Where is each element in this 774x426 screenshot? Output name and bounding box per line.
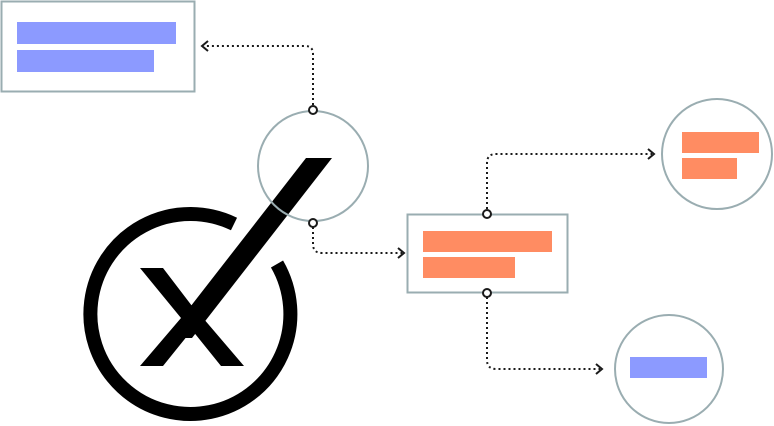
circle-x-checkmark-icon	[83, 158, 332, 421]
logo-circle-arc	[83, 207, 298, 421]
node-top-right-circle	[661, 98, 773, 210]
connector-line	[312, 227, 402, 254]
connector-port	[308, 218, 318, 228]
connector-port	[482, 209, 492, 219]
node-center-box	[406, 213, 569, 294]
arrowhead-icon	[200, 40, 209, 52]
text-bar	[423, 257, 515, 278]
connector-hub-to-top-left-box	[200, 40, 318, 115]
node-frame	[661, 98, 773, 210]
connector-hub-to-center-box	[308, 218, 406, 259]
arrowhead-icon	[595, 363, 604, 375]
connector-port	[308, 105, 318, 115]
text-bar	[17, 22, 176, 44]
node-top-left-box	[0, 0, 196, 93]
text-bar	[682, 132, 759, 153]
connector-center-box-to-bottom-right-circle	[482, 288, 604, 375]
text-bar	[682, 158, 737, 179]
logo-checkmark-stroke	[166, 158, 332, 338]
text-bar	[423, 231, 552, 252]
node-frame	[406, 213, 569, 294]
text-bar	[17, 50, 154, 72]
node-bottom-right-circle	[614, 314, 724, 424]
node-frame	[0, 0, 196, 93]
arrowhead-icon	[647, 148, 656, 160]
connector-line	[204, 45, 314, 105]
text-bar	[630, 357, 707, 378]
arrowhead-icon	[397, 247, 406, 259]
connector-line	[486, 153, 652, 209]
connector-line	[486, 297, 600, 370]
connector-center-box-to-top-right-circle	[482, 148, 656, 219]
connector-port	[482, 288, 492, 298]
